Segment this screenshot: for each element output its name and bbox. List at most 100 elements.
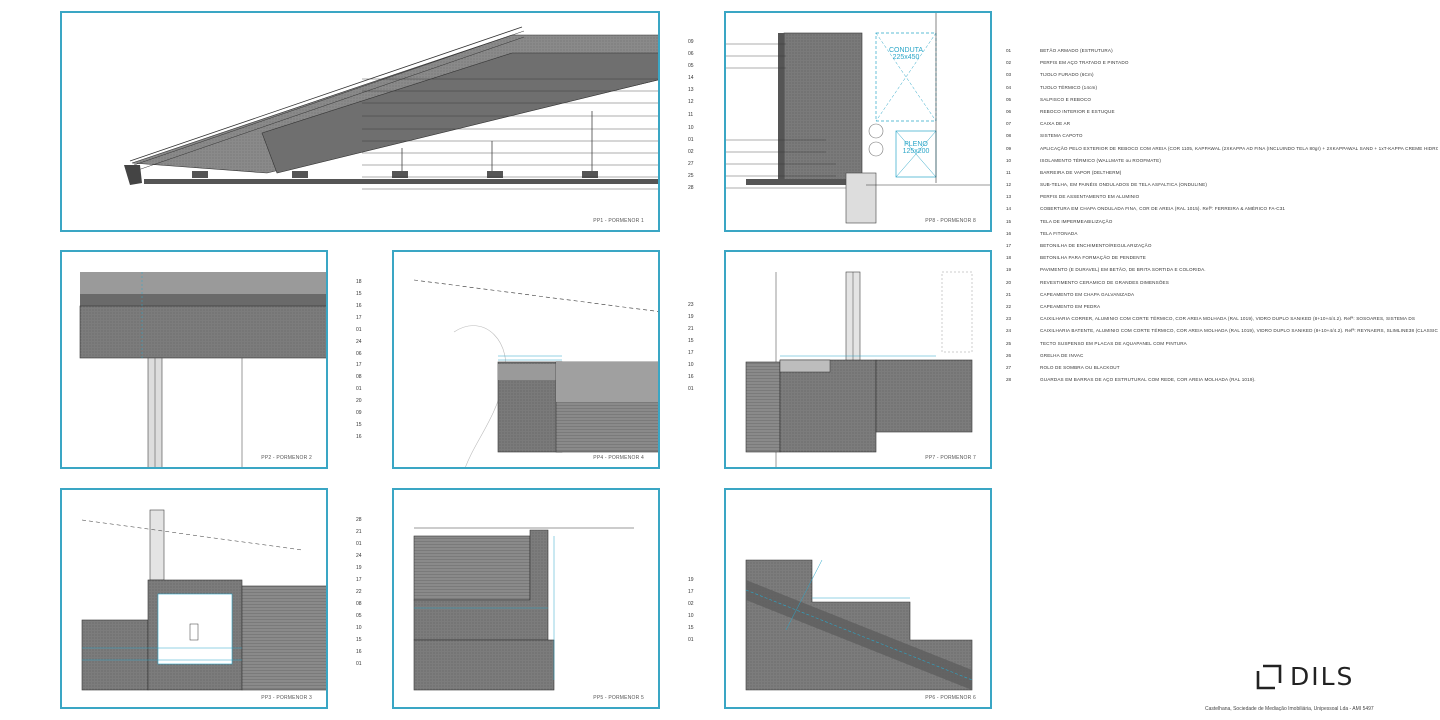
legend-number: 12	[1006, 182, 1012, 188]
legend-text: TECTO SUSPENSO EM PLACAS DE AQUAPANEL CO…	[1040, 340, 1187, 346]
callout: 06	[688, 51, 694, 57]
legend-text: CAIXILHARIA CORRER, ALUMINIO COM CORTE T…	[1040, 316, 1416, 322]
callout: 01	[356, 661, 362, 667]
legend-number: 19	[1006, 267, 1012, 273]
panel-pp8: CONDUTA 225x450 PLENO 125x200 PP8 - PORM…	[724, 11, 992, 232]
callout: 17	[356, 577, 362, 583]
callout: 10	[688, 362, 694, 368]
panel-title: PP4 - PORMENOR 4	[593, 455, 644, 461]
callout: 16	[356, 649, 362, 655]
callout: 12	[688, 99, 694, 105]
legend-item: 27 ROLO DE SOMBRA OU BLACKOUT	[1006, 363, 1438, 375]
legend-number: 14	[1006, 206, 1012, 212]
panel-pp3: PP3 - PORMENOR 3	[60, 488, 328, 709]
legend-number: 24	[1006, 328, 1012, 334]
callout: 18	[356, 279, 362, 285]
legend-number: 01	[1006, 48, 1012, 53]
legend-number: 26	[1006, 352, 1012, 358]
callout: 15	[356, 422, 362, 428]
legend-number: 02	[1006, 60, 1012, 66]
callout: 08	[356, 374, 362, 380]
callout: 08	[356, 601, 362, 607]
legend-text: CAIXA DE AR	[1040, 121, 1071, 127]
legend-number: 16	[1006, 230, 1012, 236]
legend-number: 09	[1006, 145, 1012, 151]
callout: 05	[356, 613, 362, 619]
callout: 15	[356, 291, 362, 297]
legend-text: BETÃO ARMADO (ESTRUTURA)	[1040, 48, 1113, 53]
callout: 01	[356, 327, 362, 333]
legend-text: COBERTURA EM CHAPA ONDULADA FINA, COR DE…	[1040, 206, 1286, 212]
footer-company: Castelhana, Sociedade de Mediação Imobil…	[1205, 706, 1374, 712]
drawing-pp6	[745, 559, 973, 691]
callout: 01	[688, 137, 694, 143]
legend-text: PERFIS DE ASSENTAMENTO EM ALUMINIO	[1040, 194, 1140, 200]
legend-item: 03 TIJOLO FURADO (6Cm)	[1006, 70, 1438, 82]
panel-pp1: PP1 - PORMENOR 1	[60, 11, 660, 232]
callout: 16	[356, 303, 362, 309]
callout: 16	[688, 374, 694, 380]
panel-pp6: PP6 - PORMENOR 6	[724, 488, 992, 709]
legend-text: APLICAÇÃO PELO EXTERIOR DE REBOCO COM AR…	[1040, 145, 1438, 151]
drawing-pp8	[726, 13, 990, 224]
callout: 10	[356, 625, 362, 631]
callout: 01	[356, 541, 362, 547]
legend-number: 03	[1006, 72, 1012, 78]
callout: 02	[688, 149, 694, 155]
callout: 27	[688, 161, 694, 167]
callout: 01	[688, 386, 694, 392]
panel-pp5: PP5 - PORMENOR 5	[392, 488, 660, 709]
callout: 19	[688, 314, 694, 320]
panel-pp4: PP4 - PORMENOR 4	[392, 250, 660, 469]
callout: 13	[688, 87, 694, 93]
drawing-pp1	[124, 26, 658, 190]
callout: 15	[356, 637, 362, 643]
callout: 10	[688, 613, 694, 619]
dils-logo-icon	[1256, 664, 1282, 690]
legend-number: 15	[1006, 218, 1012, 224]
legend-number: 10	[1006, 157, 1012, 163]
callout: 28	[688, 185, 694, 191]
pleno-label: PLENO 125x200	[902, 141, 930, 155]
callout: 19	[356, 565, 362, 571]
callout: 24	[356, 553, 362, 559]
legend-number: 20	[1006, 279, 1012, 285]
legend-item: 14 COBERTURA EM CHAPA ONDULADA FINA, COR …	[1006, 204, 1438, 216]
panel-title: PP3 - PORMENOR 3	[261, 695, 312, 701]
legend-number: 27	[1006, 364, 1012, 370]
callout: 14	[688, 75, 694, 81]
callout: 01	[688, 637, 694, 643]
legend-number: 04	[1006, 84, 1012, 90]
callout: 21	[688, 326, 694, 332]
legend-text: BETONILHA PARA FORMAÇÃO DE PENDENTE	[1040, 255, 1146, 261]
brand-name: DILS	[1290, 662, 1355, 691]
callout: 09	[356, 410, 362, 416]
legend-number: 17	[1006, 243, 1012, 248]
legend-text: ROLO DE SOMBRA OU BLACKOUT	[1040, 364, 1120, 370]
legend-text: CAPEAMENTO EM CHAPA GALVANIZADA	[1040, 291, 1135, 297]
legend-text: REBOCO INTERIOR E ESTUQUE	[1040, 108, 1115, 114]
legend-text: CAIXILHARIA BATENTE, ALUMINIO COM CORTE …	[1040, 328, 1438, 334]
legend-text: GUARDAS EM BARRAS DE AÇO ESTRUTURAL COM …	[1040, 377, 1256, 383]
drawing-pp4	[413, 279, 658, 467]
callout: 05	[688, 63, 694, 69]
panel-title: PP1 - PORMENOR 1	[593, 218, 644, 224]
legend-text: TIJOLO FURADO (6Cm)	[1040, 72, 1094, 78]
callout: 15	[688, 625, 694, 631]
legend-item: 01 BETÃO ARMADO (ESTRUTURA)	[1006, 46, 1438, 58]
callout: 06	[356, 351, 362, 357]
